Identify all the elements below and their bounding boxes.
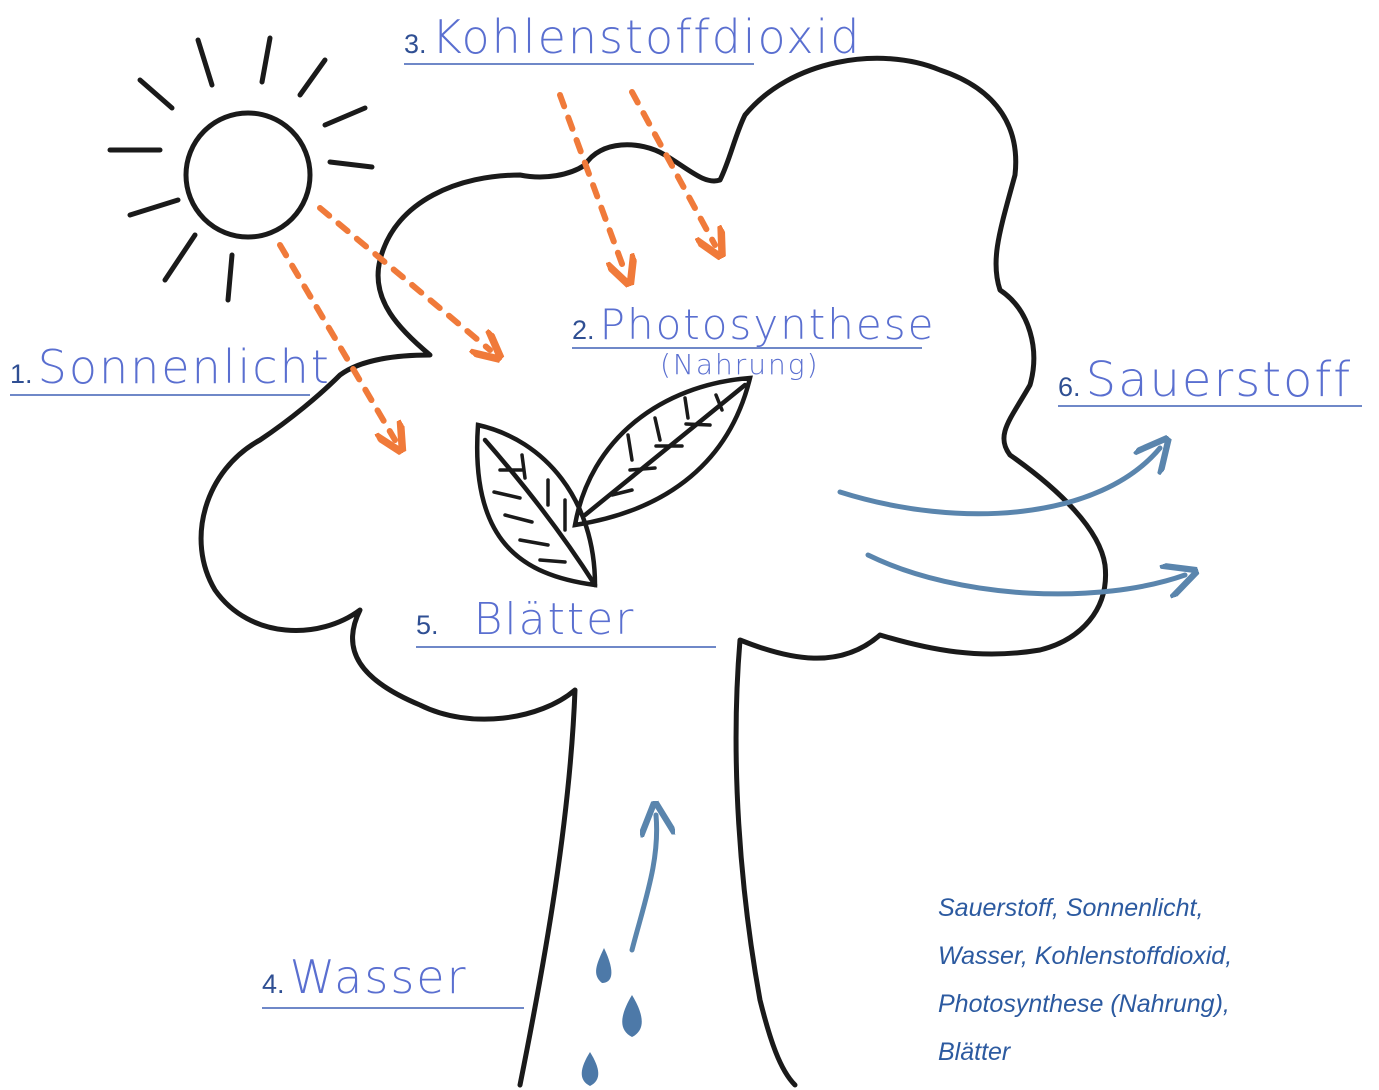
label-co2: 3. Kohlenstoffdioxid — [404, 10, 861, 64]
answer-line-oxygen — [1058, 405, 1362, 407]
sun-icon — [110, 38, 372, 300]
answer-line-leaves — [416, 646, 716, 648]
label-text: Sauerstoff — [1086, 352, 1353, 408]
label-number: 3. — [404, 29, 427, 59]
oxygen-arrows — [840, 448, 1185, 594]
co2-arrow-2 — [632, 92, 715, 245]
label-number: 1. — [10, 359, 33, 389]
label-text: Wasser — [290, 950, 468, 1004]
label-water: 4. Wasser — [262, 950, 468, 1004]
oxygen-arrow-1 — [840, 448, 1160, 514]
label-number: 4. — [262, 969, 285, 999]
label-leaves: 5. Blätter — [416, 594, 635, 645]
label-number: 5. — [416, 610, 439, 640]
word-bank-line: Wasser, Kohlenstoffdioxid, — [938, 932, 1358, 980]
word-bank-line: Photosynthese (Nahrung), — [938, 980, 1358, 1028]
water-drops-icon — [582, 948, 642, 1086]
leaves-icon — [477, 378, 750, 585]
oxygen-arrow-2 — [868, 555, 1185, 594]
label-sunlight: 1. Sonnenlicht — [10, 340, 331, 394]
label-number: 6. — [1058, 372, 1081, 402]
label-oxygen: 6. Sauerstoff — [1058, 352, 1352, 408]
label-text: Blätter — [474, 594, 636, 645]
label-photosynthesis-sub: (Nahrung) — [660, 348, 820, 381]
answer-line-sunlight — [10, 394, 310, 396]
co2-arrows — [560, 92, 715, 272]
water-arrow — [632, 815, 657, 950]
word-bank-line: Sauerstoff, Sonnenlicht, — [938, 884, 1358, 932]
label-text: Kohlenstoffdioxid — [432, 10, 862, 64]
label-number: 2. — [572, 315, 595, 345]
label-text: Photosynthese — [600, 300, 936, 349]
word-bank-line: Blätter — [938, 1028, 1358, 1076]
label-photosynthesis: 2. Photosynthese — [572, 300, 935, 349]
word-bank: Sauerstoff, Sonnenlicht, Wasser, Kohlens… — [938, 884, 1358, 1076]
answer-line-co2 — [404, 63, 754, 65]
co2-arrow-1 — [560, 95, 625, 272]
answer-line-water — [262, 1007, 524, 1009]
label-text: Sonnenlicht — [38, 340, 331, 394]
